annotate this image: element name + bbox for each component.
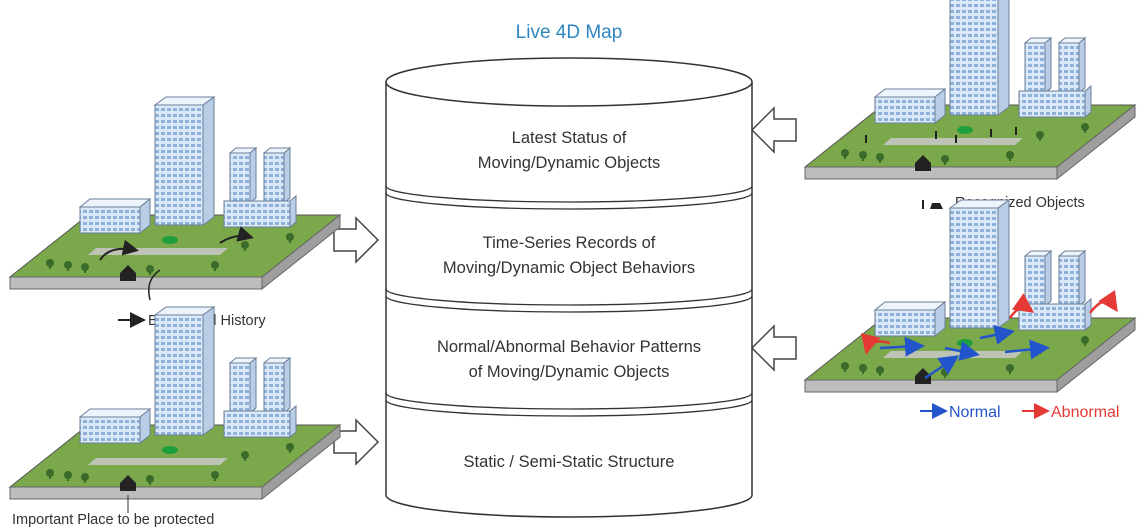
legend-normal-abnormal: Normal Abnormal (920, 403, 1119, 421)
input-arrow-important-place (333, 418, 380, 466)
input-arrow-recognized (750, 106, 797, 154)
car-icon (930, 203, 943, 209)
input-arrow-behavioral (333, 216, 380, 264)
layer-behavior-patterns-line2: of Moving/Dynamic Objects (469, 363, 670, 381)
diagram-title: Live 4D Map (516, 22, 623, 43)
legend-normal-text: Normal (949, 404, 1001, 421)
input-arrow-normal-abnormal (750, 324, 797, 372)
scene-recognized-objects (804, 0, 1136, 180)
legend-abnormal-text: Abnormal (1051, 404, 1119, 421)
scene-normal-abnormal (804, 199, 1136, 393)
database-cylinder (385, 57, 753, 518)
scene-behavioral-history (9, 96, 341, 301)
layer-latest-status-line1: Latest Status of (512, 129, 627, 147)
caption-important-place: Important Place to be protected (12, 512, 214, 528)
layer-time-series-line1: Time-Series Records of (483, 234, 656, 252)
person-icon (922, 200, 924, 209)
scene-important-place (9, 306, 341, 513)
layer-latest-status-line2: Moving/Dynamic Objects (478, 154, 660, 172)
layer-static-structure: Static / Semi-Static Structure (464, 453, 675, 471)
layer-behavior-patterns-line1: Normal/Abnormal Behavior Patterns (437, 338, 701, 356)
layer-time-series-line2: Moving/Dynamic Object Behaviors (443, 259, 695, 277)
